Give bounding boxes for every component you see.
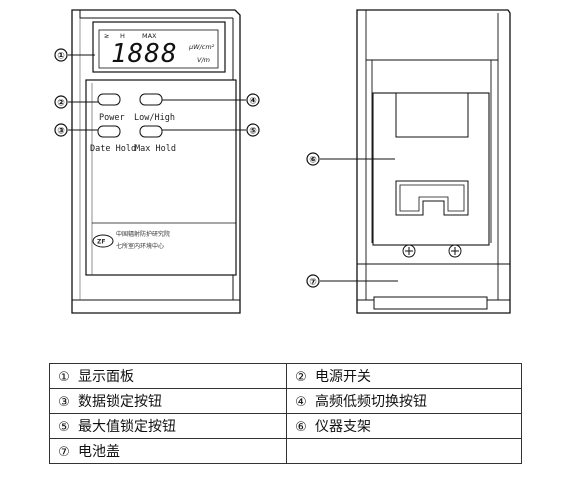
legend-text: 最大值锁定按钮 [78,419,176,435]
legend-marker: ⑥ [295,420,307,435]
legend-marker: ② [295,370,307,385]
lcd-unit-bottom: V/m [197,56,210,64]
legend-marker: ④ [295,395,307,410]
legend-row: ⑦ 电池盖 [49,438,522,464]
legend-marker [293,441,309,457]
lcd-unit-top: μW/cm² [188,43,215,51]
low-high-button-label: Low/High [134,113,175,123]
power-button-label: Power [99,113,125,123]
legend-cell: ⑤ 最大值锁定按钮 [49,413,287,439]
stand-bottom-cutout-inner [399,184,465,212]
legend-cell: ④ 高频低频切换按钮 [286,388,522,414]
battery-cover-slot [373,296,488,310]
lcd-indicator-max: MAX [142,32,157,40]
callout-1-marker [54,48,68,62]
callout-7-marker [306,274,320,288]
callout-7-text: ⑦ [309,278,317,288]
legend-marker: ⑦ [58,445,70,460]
lcd-indicator-h: H [120,32,125,40]
low-high-button[interactable] [139,93,163,106]
legend-cell: ① 显示面板 [49,363,287,389]
legend-cell: ② 电源开关 [286,363,522,389]
legend-marker: ⑤ [58,420,70,435]
legend-row: ③ 数据锁定按钮 ④ 高频低频切换按钮 [49,388,522,414]
legend-text: 电源开关 [315,369,371,385]
legend-cell [286,438,522,464]
callout-1-text: ① [57,52,65,62]
callout-3-text: ③ [57,127,65,137]
front-view: ≥ H MAX 1888 μW/cm² V/m Power Low/High D… [54,9,260,314]
logo-badge-text: ZF [97,239,105,246]
legend-text: 电池盖 [78,444,120,460]
callout-5-marker [246,123,260,137]
callout-2-text: ② [57,99,65,109]
legend-marker: ③ [58,395,70,410]
legend-text: 高频低频切换按钮 [315,394,427,410]
date-hold-button-label: Date Hold [90,144,136,154]
legend-text: 数据锁定按钮 [78,394,162,410]
stand-top-cutout [395,92,469,138]
back-view: ⑥ ⑦ [306,9,511,314]
callout-2-marker [54,95,68,109]
legend-table: ① 显示面板 ② 电源开关 ③ 数据锁定按钮 ④ 高频低频切换按钮 ⑤ 最大值锁定按钮 ⑥… [49,363,522,464]
max-hold-button-label: Max Hold [135,144,176,154]
legend-text: 显示面板 [78,369,134,385]
lcd-digits: 1888 [111,39,178,69]
legend-cell: ③ 数据锁定按钮 [49,388,287,414]
callout-3-marker [54,123,68,137]
device-diagram: ≥ H MAX 1888 μW/cm² V/m Power Low/High D… [54,9,511,314]
legend-cell: ⑦ 电池盖 [49,438,287,464]
lcd-screen [98,29,219,69]
callout-4-marker [246,93,260,107]
legend-cell: ⑥ 仪器支架 [286,413,522,439]
lcd-indicator-ge: ≥ [104,32,109,40]
callout-4-text: ④ [249,97,257,107]
power-button[interactable] [97,93,121,106]
legend-marker: ① [58,370,70,385]
legend-row: ⑤ 最大值锁定按钮 ⑥ 仪器支架 [49,413,522,439]
logo-line2: 七所室内环境中心 [116,242,164,250]
date-hold-button[interactable] [97,125,121,138]
logo-badge [92,234,114,248]
logo-line1: 中国辐射防护研究院 [116,230,170,238]
legend-text: 仪器支架 [315,419,371,435]
callout-6-marker [306,152,320,166]
callout-6-text: ⑥ [309,156,317,166]
legend-row: ① 显示面板 ② 电源开关 [49,363,522,389]
callout-5-text: ⑤ [249,127,257,137]
max-hold-button[interactable] [139,125,163,138]
stand-bottom-cutout [395,180,469,216]
